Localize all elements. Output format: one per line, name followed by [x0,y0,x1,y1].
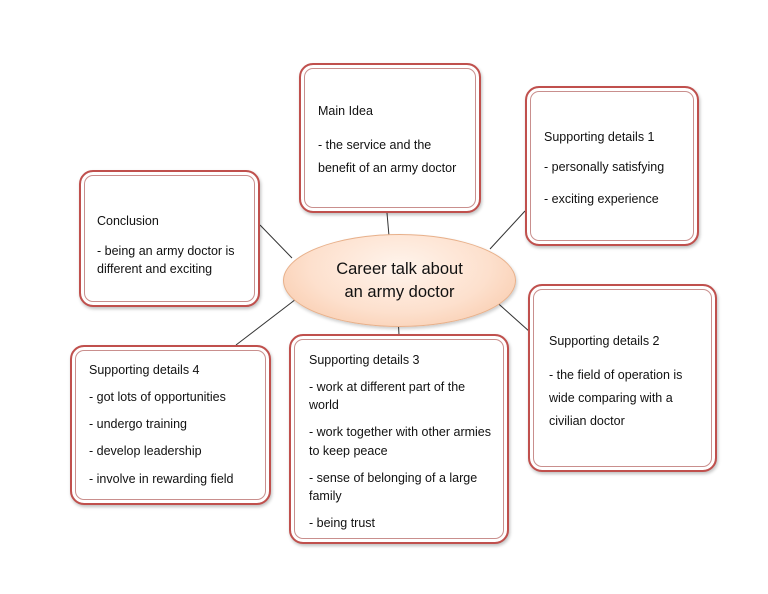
supporting-details-2-item: - the field of operation is wide compari… [549,368,683,429]
supporting-details-1-item: - exciting experience [544,192,659,207]
supporting-details-2-title: Supporting details 2 [549,334,660,348]
supporting-details-4-item: - got lots of opportunities [89,390,226,405]
central-topic-line: Career talk about [336,260,463,279]
main-idea-title: Main Idea [318,104,373,118]
supporting-details-4-item: - undergo training [89,417,187,432]
conclusion-item: - being an army doctor is different and … [97,244,235,277]
supporting-details-4-title: Supporting details 4 [89,363,200,377]
connector-conclusion [259,224,293,259]
supporting-details-4-box: Supporting details 4 - got lots of oppor… [70,345,271,505]
conclusion-box: Conclusion - being an army doctor is dif… [79,170,260,307]
supporting-details-2-box: Supporting details 2 - the field of oper… [528,284,717,472]
connector-main-idea [386,212,390,237]
supporting-details-3-item: - being trust [309,515,376,530]
supporting-details-3-title: Supporting details 3 [309,353,420,367]
supporting-details-3-item: - sense of belonging of a large family [309,470,478,503]
main-idea-box: Main Idea - the service and the benefit … [299,63,481,213]
supporting-details-3-item: - work together with other armies to kee… [309,425,492,458]
supporting-details-3-box: Supporting details 3 - work at different… [289,334,509,544]
connector-supporting-4 [235,295,301,346]
central-topic-text: Career talk about an army doctor [336,258,463,303]
supporting-details-1-title: Supporting details 1 [544,130,655,144]
supporting-details-4-item: - develop leadership [89,444,202,459]
central-topic-ellipse: Career talk about an army doctor [283,234,516,327]
supporting-details-1-item: - personally satisfying [544,160,665,175]
central-topic-line: an army doctor [344,282,455,301]
main-idea-item: - the service and the benefit of an army… [318,138,457,176]
supporting-details-1-box: Supporting details 1 - personally satisf… [525,86,699,246]
supporting-details-3-item: - work at different part of the world [309,380,466,413]
supporting-details-4-item: - involve in rewarding field [89,471,234,486]
conclusion-title: Conclusion [97,214,159,228]
connector-supporting-1 [489,210,526,250]
